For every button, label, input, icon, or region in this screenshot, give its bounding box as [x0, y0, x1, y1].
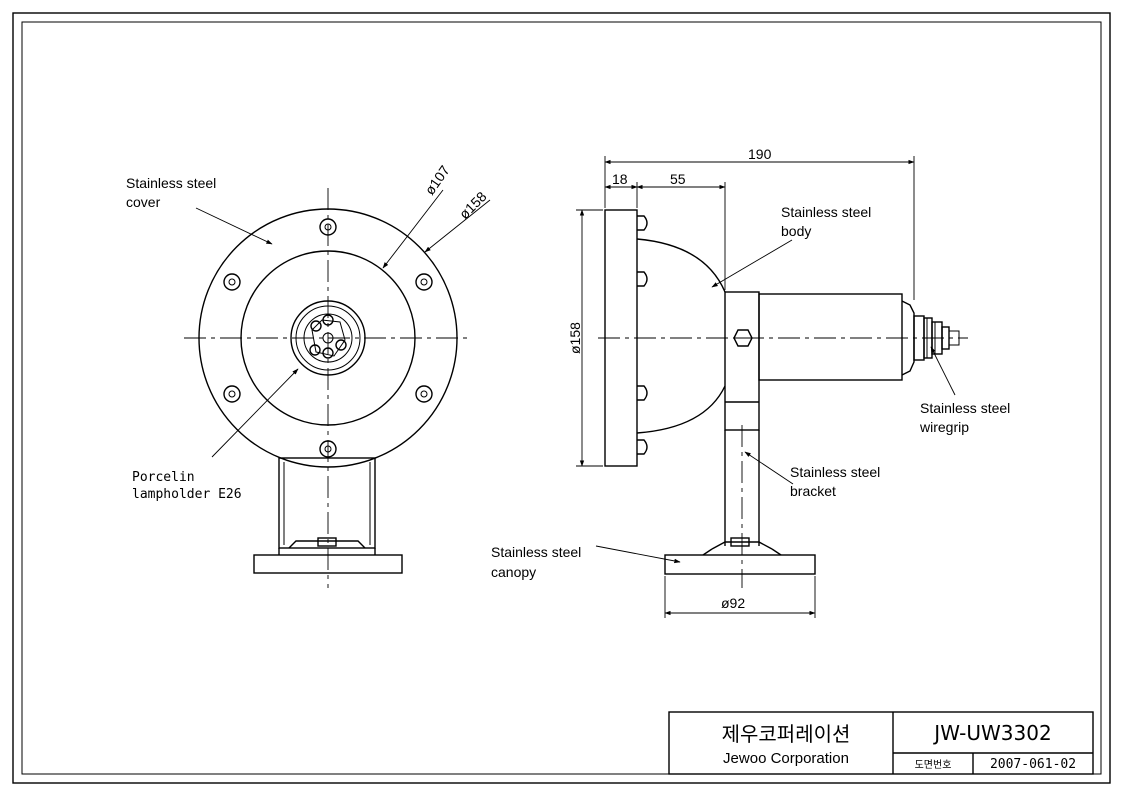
- front-bracket: [278, 457, 376, 549]
- svg-text:bracket: bracket: [790, 483, 836, 499]
- side-canopy: [664, 554, 816, 575]
- front-screws: [223, 218, 433, 458]
- dim-d158-front: ø158: [456, 188, 490, 222]
- outer-border: [12, 12, 1111, 784]
- callout-body: Stainless steel body: [711, 204, 871, 288]
- drawing-no-label: 도면번호: [915, 759, 952, 771]
- svg-text:Stainless steel: Stainless steel: [920, 400, 1010, 416]
- dim-190: 190: [748, 146, 772, 162]
- side-view: [598, 209, 968, 588]
- dim-55: 55: [670, 171, 686, 187]
- inner-border: [21, 21, 1102, 775]
- side-body-dome: [636, 238, 726, 293]
- company-english: Jewoo Corporation: [723, 750, 849, 767]
- side-cylinder: [758, 293, 903, 381]
- front-view: ø107 ø158: [184, 162, 491, 588]
- side-screw-heads: [637, 215, 648, 455]
- svg-text:Stainless steel: Stainless steel: [790, 464, 880, 480]
- dim-18: 18: [612, 171, 628, 187]
- svg-text:cover: cover: [126, 194, 161, 210]
- title-block: 제우코퍼레이션 Jewoo Corporation JW-UW3302 도면번호…: [668, 711, 1094, 775]
- svg-text:canopy: canopy: [491, 564, 536, 580]
- leader-d107: [382, 189, 444, 269]
- drawing-no: 2007-061-02: [990, 757, 1076, 772]
- front-canopy-boss: [288, 540, 366, 549]
- callout-canopy: Stainless steel canopy: [491, 544, 681, 580]
- svg-text:lampholder E26: lampholder E26: [132, 487, 242, 502]
- callout-wiregrip: Stainless steel wiregrip: [919, 346, 1010, 435]
- side-dimensions: 190 18 55 ø158 ø92: [567, 146, 915, 618]
- callout-bracket: Stainless steel bracket: [744, 451, 880, 499]
- leader-d158: [424, 199, 491, 253]
- svg-text:Stainless steel: Stainless steel: [491, 544, 581, 560]
- side-bracket-collar: [724, 291, 760, 431]
- callout-cover: Stainless steel cover: [126, 175, 273, 245]
- callout-lampholder: Porcelin lampholder E26: [132, 368, 299, 502]
- company-korean: 제우코퍼레이션: [722, 722, 851, 746]
- dim-d92: ø92: [721, 595, 745, 611]
- svg-text:Stainless steel: Stainless steel: [126, 175, 216, 191]
- dim-d158-side: ø158: [567, 322, 583, 354]
- model-number: JW-UW3302: [932, 721, 1051, 745]
- svg-text:body: body: [781, 223, 811, 239]
- svg-text:Stainless steel: Stainless steel: [781, 204, 871, 220]
- dim-d107: ø107: [421, 162, 453, 197]
- svg-text:wiregrip: wiregrip: [919, 419, 969, 435]
- svg-text:Porcelin: Porcelin: [132, 470, 195, 485]
